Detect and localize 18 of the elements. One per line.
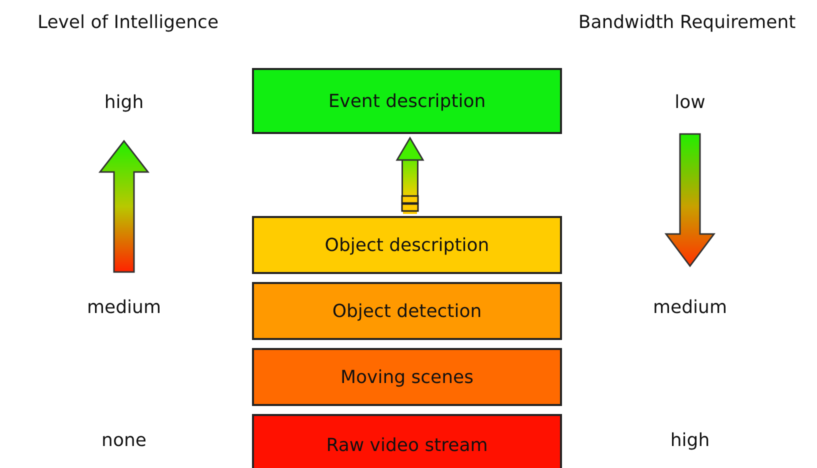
- layer-box: [252, 216, 562, 274]
- layer-box: [252, 348, 562, 406]
- level-label: high: [670, 430, 710, 451]
- axis-title: Bandwidth Requirement: [578, 12, 796, 33]
- level-label: low: [674, 92, 706, 113]
- layer-label: Event description: [328, 90, 486, 112]
- level-label: high: [104, 92, 144, 113]
- layer-label: Raw video stream: [326, 434, 488, 456]
- axis-title: Level of Intelligence: [37, 12, 219, 33]
- layer-box: [252, 414, 562, 468]
- layer-label: Object detection: [332, 300, 482, 322]
- layer-label: Object description: [324, 234, 490, 256]
- level-label: none: [102, 430, 146, 451]
- layer-box: [252, 282, 562, 340]
- layer-box: [252, 68, 562, 134]
- layer-label: Moving scenes: [340, 366, 474, 388]
- level-label: medium: [653, 297, 727, 318]
- level-label: medium: [87, 297, 161, 318]
